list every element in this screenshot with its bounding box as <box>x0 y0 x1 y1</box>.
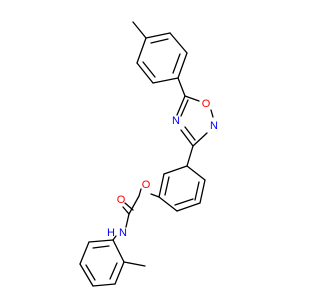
bond-methyl-bottom <box>123 261 146 267</box>
bond-carbonyl-double-1 <box>122 206 130 215</box>
atom-o-carbonyl: O <box>117 194 126 206</box>
bond-ch2-co <box>128 195 140 215</box>
bond <box>210 109 214 118</box>
bond-inner <box>142 61 156 78</box>
bond <box>158 173 165 198</box>
bond-inner <box>194 181 200 201</box>
molecule-structure: O N N O O N H <box>79 21 218 287</box>
bond <box>114 261 125 285</box>
bond <box>184 95 200 102</box>
bond <box>192 132 208 147</box>
bond <box>79 241 90 265</box>
phenyl-ring-middle <box>158 165 206 212</box>
bond <box>79 263 94 287</box>
oxadiazole-ring <box>176 95 214 147</box>
bond <box>145 32 171 39</box>
bond-double <box>184 126 196 141</box>
bond-inner <box>150 38 169 44</box>
bond <box>88 239 114 243</box>
bond-ether-ch2 <box>138 188 142 197</box>
bond <box>92 283 116 287</box>
atom-n-amide: N <box>119 227 127 239</box>
bond <box>176 202 201 212</box>
bond-inner <box>172 53 181 74</box>
bond-inner <box>164 176 170 196</box>
atom-o-ring: O <box>202 98 211 110</box>
bond-inner <box>109 262 118 280</box>
bond-n-aryl <box>112 235 117 241</box>
atom-n-ring-right: N <box>210 120 218 132</box>
bond <box>163 165 188 175</box>
bond-oxadiazole-phenyl <box>186 145 194 167</box>
bond <box>169 32 188 54</box>
atom-h-amide: H <box>107 227 115 239</box>
bond <box>112 239 125 263</box>
bond <box>136 62 154 84</box>
bond <box>180 129 194 147</box>
atom-o-ether: O <box>142 179 151 191</box>
bond <box>177 52 188 79</box>
bond <box>176 95 186 116</box>
tolyl-ring-bottom <box>79 239 146 287</box>
bond <box>158 196 178 212</box>
bond <box>186 165 206 181</box>
bond-double <box>180 99 189 117</box>
bond <box>152 77 179 84</box>
bond-carbonyl-double-2 <box>124 202 134 211</box>
bond-methyl-top <box>132 21 147 39</box>
bond-phenyl-ether <box>150 193 160 198</box>
bond <box>199 179 206 204</box>
bond-tolyl-oxadiazole <box>177 77 186 97</box>
bond <box>136 37 147 64</box>
bond-inner <box>174 198 194 206</box>
bond-co-n <box>125 213 130 228</box>
bond-inner <box>85 264 96 281</box>
tolyl-ring-top <box>132 21 188 84</box>
bond-inner <box>92 245 110 249</box>
atom-n-ring-left: N <box>172 115 180 127</box>
